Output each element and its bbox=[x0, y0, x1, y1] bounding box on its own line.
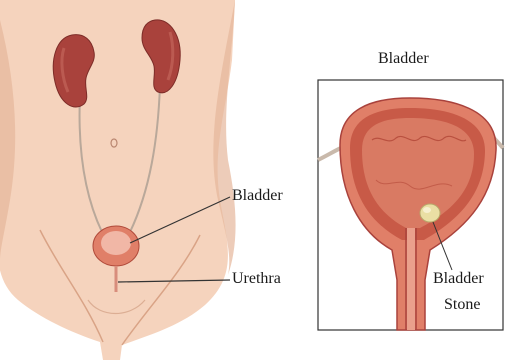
bladder-stone-label-line1: Bladder bbox=[433, 270, 484, 288]
bladder-organ-inner bbox=[101, 231, 131, 255]
bladder-label: Bladder bbox=[232, 187, 283, 205]
urethra-label: Urethra bbox=[232, 270, 281, 288]
inset-urethra-lumen bbox=[407, 228, 415, 330]
bladder-stone-highlight bbox=[423, 207, 431, 213]
bladder-stone-label-line2: Stone bbox=[444, 296, 480, 314]
torso-body bbox=[0, 0, 235, 360]
inset-title-label: Bladder bbox=[378, 50, 429, 68]
bladder-stone bbox=[420, 204, 440, 222]
inset-panel bbox=[318, 80, 503, 330]
torso-figure bbox=[0, 0, 236, 360]
